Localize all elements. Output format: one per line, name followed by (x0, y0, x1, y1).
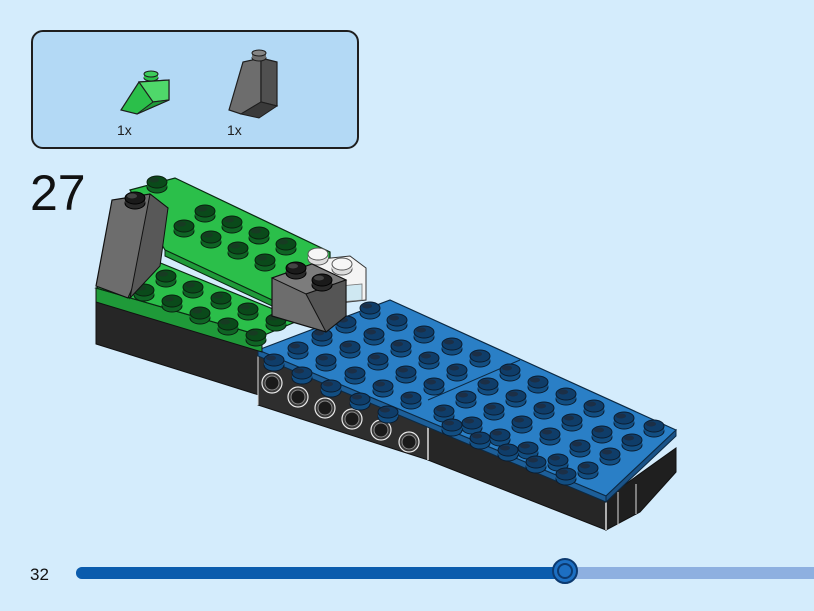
step-number: 27 (30, 165, 86, 221)
quantity-label: 1x (117, 122, 132, 138)
green-slope-brick-icon (117, 70, 173, 120)
parts-callout-box: 1x 1x (31, 30, 359, 149)
dark-grey-slope-brick-icon (225, 48, 281, 120)
progress-fill (76, 567, 567, 579)
progress-indicator-icon (551, 558, 578, 584)
page-number: 32 (30, 565, 49, 584)
quantity-label: 1x (227, 122, 242, 138)
progress-bar (76, 558, 814, 584)
